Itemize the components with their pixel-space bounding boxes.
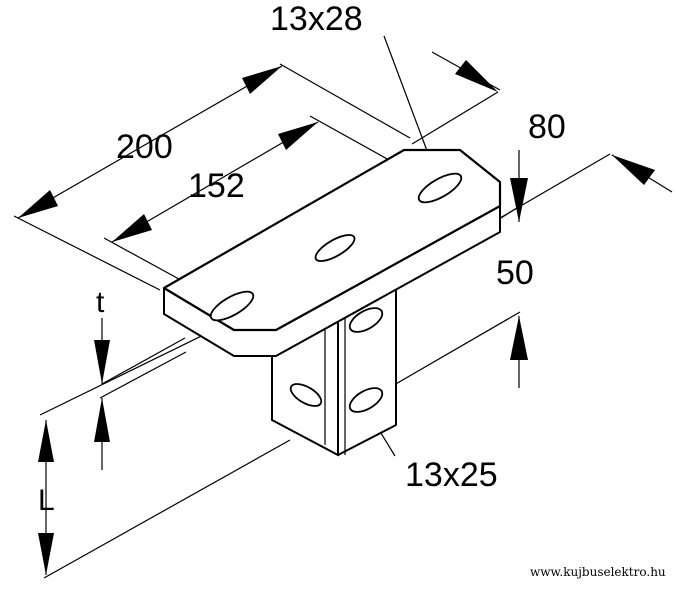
label-slot-plate: 13x28 [270,0,363,38]
label-width: 80 [528,108,566,146]
base-plate [162,148,502,357]
label-post-width: 50 [496,254,534,292]
watermark: www.kujbuselektro.hu [530,565,666,579]
post-side-slot [289,383,323,407]
arrowheads [18,60,655,575]
post-slot-upper [348,307,384,333]
label-slot-post: 13x25 [405,456,498,494]
label-hole-spacing: 152 [188,167,245,205]
label-length-top: 200 [116,128,173,166]
post-slot-lower [348,387,384,413]
label-thickness: t [96,286,105,319]
plate-slot-left [209,290,255,322]
plate-slot-right [417,172,463,204]
dimension-labels: 13x28 200 152 80 50 t L 13x25 [38,0,566,517]
plate-slot-middle [314,234,356,262]
label-length-post: L [38,484,55,517]
